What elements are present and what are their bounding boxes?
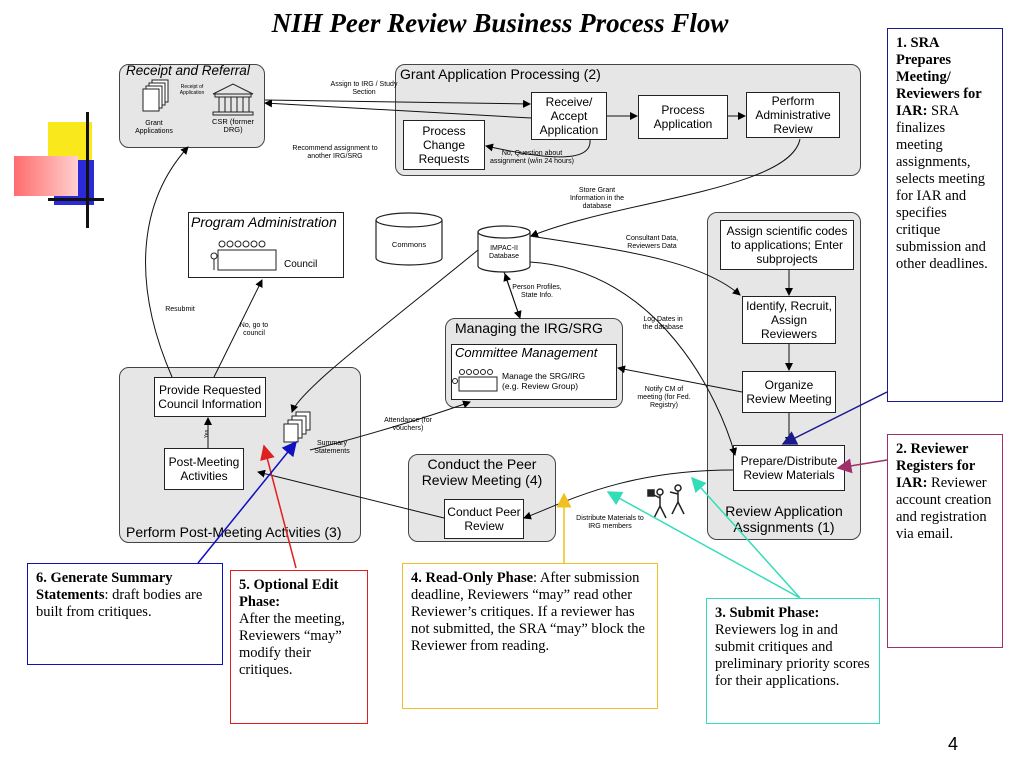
note-readonly-body: : After submission deadline, Reviewers “… xyxy=(411,570,645,654)
review-assignments-title: Review Application Assignments (1) xyxy=(725,503,843,535)
note-sra-body: SRA finalizes meeting assignments, selec… xyxy=(896,103,988,272)
process-application-box: Process Application xyxy=(638,95,728,139)
receive-accept-box: Receive/ Accept Application xyxy=(531,92,607,140)
store-grant-label: Store Grant Information in the database xyxy=(569,187,625,210)
commons-label: Commons xyxy=(391,240,427,249)
resubmit-label: Resubmit xyxy=(165,306,195,313)
process-change-box: Process Change Requests xyxy=(403,120,485,170)
note-readonly-phase: 4. Read-Only Phase: After submission dea… xyxy=(402,563,658,709)
note-register-heading: 2. Reviewer Registers for IAR: xyxy=(896,441,976,491)
note-sra-prepares: 1. SRA Prepares Meeting/ Reviewers for I… xyxy=(887,28,1003,402)
manage-srg-text: Manage the SRG/IRG (e.g. Review Group) xyxy=(502,371,586,391)
conduct-peer-review-box: Conduct Peer Review xyxy=(444,499,524,539)
note-submit-heading: 3. Submit Phase: xyxy=(715,605,820,621)
post-meeting-activities-box: Post-Meeting Activities xyxy=(164,448,244,490)
note-register-body: Reviewer account creation and registrati… xyxy=(896,475,992,542)
note-edit-heading: 5. Optional Edit Phase: xyxy=(239,577,339,610)
perform-review-box: Perform Administrative Review xyxy=(746,92,840,138)
peer-review-title: Conduct the Peer Review Meeting (4) xyxy=(421,456,543,488)
council-people-icon xyxy=(210,240,277,271)
prepare-materials-box: Prepare/Distribute Review Materials xyxy=(733,445,845,491)
receipt-referral-title: Receipt and Referral xyxy=(126,63,250,78)
summary-statements-icon xyxy=(283,411,311,443)
identify-reviewers-box: Identify, Recruit, Assign Reviewers xyxy=(742,296,836,344)
receipt-of-application-label: Receipt of Application xyxy=(179,84,205,96)
commons-database-icon xyxy=(375,212,443,266)
assign-codes-box: Assign scientific codes to applications;… xyxy=(720,220,854,270)
note-reviewer-registers: 2. Reviewer Registers for IAR: Reviewer … xyxy=(887,434,1003,648)
reviewers-figures-icon xyxy=(647,484,685,519)
note-edit-phase: 5. Optional Edit Phase: After the meetin… xyxy=(230,570,368,724)
attendance-label: Attendance (for vouchers) xyxy=(384,417,432,432)
csr-label: CSR (former DRG) xyxy=(211,117,255,134)
yes-label: Yes xyxy=(204,429,210,439)
consultant-label: Consultant Data, Reviewers Data xyxy=(625,235,679,250)
decorative-logo xyxy=(14,112,110,232)
person-profiles-label: Person Profiles, State Info. xyxy=(512,284,562,299)
note-sra-heading: 1. SRA Prepares Meeting/ Reviewers for I… xyxy=(896,35,982,119)
grant-processing-title: Grant Application Processing (2) xyxy=(400,66,601,82)
committee-management-title: Committee Management xyxy=(455,345,598,360)
managing-irg-title: Managing the IRG/SRG xyxy=(455,320,603,336)
note-generate-summary: 6. Generate Summary Statements: draft bo… xyxy=(27,563,223,665)
no-question-label: No, Question about assignment (w/in 24 h… xyxy=(489,150,575,165)
program-admin-title: Program Administration xyxy=(191,214,337,230)
grant-applications-icon xyxy=(142,79,169,112)
council-label: Council xyxy=(284,259,318,270)
note-generate-body: : draft bodies are built from critiques. xyxy=(36,587,203,620)
csr-building-icon xyxy=(212,83,254,116)
recommend-label: Recommend assignment to another IRG/SRG xyxy=(292,145,378,160)
grant-applications-label: Grant Applications xyxy=(135,120,173,135)
note-submit-phase: 3. Submit Phase: Reviewers log in and su… xyxy=(706,598,880,724)
summary-statements-label: Summary Statements xyxy=(314,440,350,455)
note-generate-heading: 6. Generate Summary Statements xyxy=(36,570,173,603)
log-dates-label: Log Dates in the database xyxy=(642,316,684,331)
note-submit-body: Reviewers log in and submit critiques an… xyxy=(715,622,870,689)
page-title: NIH Peer Review Business Process Flow xyxy=(271,8,729,38)
note-edit-body: After the meeting, Reviewers “may” modif… xyxy=(239,611,345,678)
notify-cm-label: Notify CM of meeting (for Fed. Registry) xyxy=(637,386,691,409)
provide-council-box: Provide Requested Council Information xyxy=(154,377,266,417)
no-council-label: No, go to council xyxy=(239,322,269,337)
note-readonly-heading: 4. Read-Only Phase xyxy=(411,570,534,586)
organize-meeting-box: Organize Review Meeting xyxy=(742,371,836,413)
impac-label: IMPAC-II Database xyxy=(489,245,519,260)
committee-people-icon xyxy=(452,369,498,392)
impac-database-icon xyxy=(477,225,531,273)
page-number: 4 xyxy=(948,734,959,754)
distribute-label: Distribute Materials to IRG members xyxy=(576,515,644,530)
assign-irg-label: Assign to IRG / Study Section xyxy=(330,81,398,96)
